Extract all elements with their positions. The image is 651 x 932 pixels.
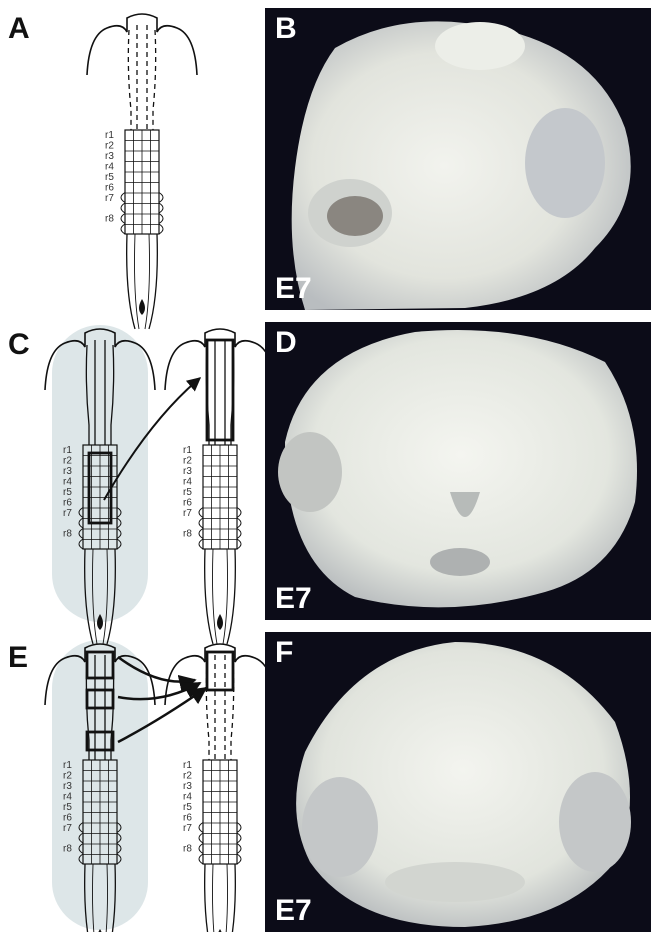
embryo-e-host-label-r3: r3 [183,781,192,792]
embryo-e-donor-label-r3: r3 [63,781,72,792]
embryo-c-host-label-r2: r2 [183,456,192,467]
embryo-c-host-label-r6: r6 [183,498,192,509]
graft-region-c-host [207,340,233,440]
embryo-c-donor-label-r1: r1 [63,445,72,456]
embryo-c-host-label-r5: r5 [183,487,192,498]
embryo-c-host-label-r8: r8 [183,529,192,540]
embryo-c-host-label-r1: r1 [183,445,192,456]
stage-label-b: E7 [275,274,312,304]
embryo-e-donor-label-r5: r5 [63,802,72,813]
embryo-e-host-label-r7: r7 [183,823,192,834]
embryo-a-head-outline [87,14,197,75]
embryo-a-wall-right [153,30,156,130]
embryo-e-donor-label-r1: r1 [63,760,72,771]
embryo-a-label-r1: r1 [105,130,114,141]
embryo-a-label-r8: r8 [105,214,114,225]
embryo-a-label-r5: r5 [105,172,114,183]
embryo-c-donor-label-r2: r2 [63,456,72,467]
panel-d-letter: D [275,328,297,358]
embryo-a-label-r2: r2 [105,141,114,152]
embryo-e-donor-label-r4: r4 [63,792,72,803]
embryo-e-host-label-r5: r5 [183,802,192,813]
embryo-a-label-r4: r4 [105,162,114,173]
embryo-c-donor-label-r3: r3 [63,466,72,477]
embryo-e-host-spinal-cord [205,864,236,932]
embryo-c-donor-label-r4: r4 [63,477,72,488]
embryo-a-label-r6: r6 [105,183,114,194]
photo-b: E7 B [265,8,651,310]
embryo-c-donor-label-r8: r8 [63,529,72,540]
stage-label-d: E7 [275,584,312,614]
embryo-a-node [139,299,145,315]
embryo-a-wall-left [128,30,131,130]
embryo-e-host-label-r6: r6 [183,813,192,824]
stage-label-f: E7 [275,896,312,926]
embryo-c-donor-label-r5: r5 [63,487,72,498]
embryo-c-host-label-r4: r4 [183,477,192,488]
embryo-e-donor-label-r6: r6 [63,813,72,824]
embryo-c-host-label-r3: r3 [183,466,192,477]
embryo-c-host-node [217,614,223,630]
embryo-c-donor-label-r6: r6 [63,498,72,509]
panel-f-letter: F [275,638,293,668]
photo-f: E7 F [265,632,651,932]
graft-region-e-host [207,652,233,690]
embryo-e-host-label-r4: r4 [183,792,192,803]
embryo-e-donor-label-r8: r8 [63,844,72,855]
embryo-e-host-label-r1: r1 [183,760,192,771]
embryo-e-donor-label-r2: r2 [63,771,72,782]
panel-b-letter: B [275,14,297,44]
embryo-c-host-label-r7: r7 [183,508,192,519]
embryo-a-label-r7: r7 [105,193,114,204]
embryo-a-label-r3: r3 [105,151,114,162]
embryo-e-host-label-r8: r8 [183,844,192,855]
embryo-c-donor-label-r7: r7 [63,508,72,519]
embryo-e-host-label-r2: r2 [183,771,192,782]
embryo-e-donor-label-r7: r7 [63,823,72,834]
photo-d: E7 D [265,322,651,620]
